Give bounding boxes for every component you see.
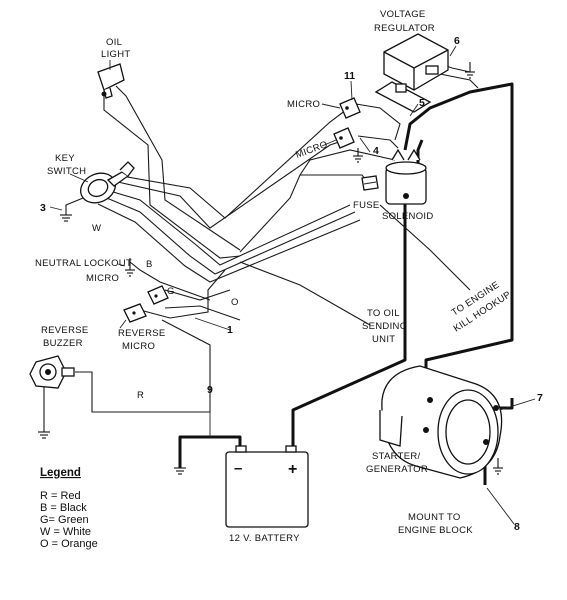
wire-letter-w: W xyxy=(92,223,101,234)
ground-icon xyxy=(353,148,363,163)
callout-8: 8 xyxy=(514,521,520,533)
key-switch xyxy=(79,161,135,204)
micro-switch-lower xyxy=(333,127,355,149)
callout-numbers: 1 3 4 5 6 7 8 9 11 xyxy=(40,35,543,533)
legend-item: B = Black xyxy=(40,502,87,514)
mount-engine-block-label: ENGINE BLOCK xyxy=(398,525,473,536)
battery xyxy=(225,445,309,528)
battery-plus-label: + xyxy=(288,461,297,478)
reverse-buzzer-label: BUZZER xyxy=(43,338,83,349)
wire-letter-b: B xyxy=(146,259,153,270)
to-oil-sending-label: TO OIL xyxy=(367,308,400,319)
battery-label: 12 V. BATTERY xyxy=(229,533,300,544)
micro-upper-label: MICRO xyxy=(287,99,320,110)
leader-lines xyxy=(49,45,536,525)
ground-icon xyxy=(465,62,475,79)
neutral-lockout-label: NEUTRAL LOCKOUT xyxy=(35,258,132,269)
to-oil-sending-label: SENDING xyxy=(362,321,407,332)
to-oil-sending-label: UNIT xyxy=(372,334,395,345)
battery-minus-label: – xyxy=(234,460,242,477)
reverse-buzzer xyxy=(29,355,75,389)
starter-generator-label: STARTER/ xyxy=(372,451,421,462)
micro-switch-upper xyxy=(339,97,361,119)
reverse-micro-label: MICRO xyxy=(122,341,155,352)
callout-5: 5 xyxy=(419,97,425,109)
callout-6: 6 xyxy=(454,35,460,47)
starter-generator xyxy=(379,365,503,479)
voltage-regulator xyxy=(374,33,449,113)
legend-item: R = Red xyxy=(40,490,81,502)
wire-color-letters: W B G O R xyxy=(92,223,239,401)
voltage-regulator-label: VOLTAGE xyxy=(380,9,426,20)
oil-light xyxy=(97,63,125,99)
callout-1: 1 xyxy=(227,324,233,336)
callout-11: 11 xyxy=(344,70,355,82)
callout-7: 7 xyxy=(537,392,543,404)
ground-symbols xyxy=(38,62,503,475)
wire-letter-r: R xyxy=(137,390,144,401)
starter-generator-label: GENERATOR xyxy=(366,464,428,475)
voltage-regulator-label: REGULATOR xyxy=(374,23,435,34)
mount-engine-block-label: MOUNT TO xyxy=(408,512,461,523)
legend-item: O = Orange xyxy=(40,538,98,550)
callout-3: 3 xyxy=(40,202,46,214)
reverse-micro xyxy=(123,303,147,323)
solenoid xyxy=(385,148,427,205)
fuse xyxy=(361,175,379,191)
callout-9: 9 xyxy=(207,384,213,396)
reverse-micro-label: REVERSE xyxy=(118,328,166,339)
oil-light-label: LIGHT xyxy=(101,49,130,60)
reverse-buzzer-label: REVERSE xyxy=(41,325,89,336)
legend: Legend R = Red B = Black G= Green W = Wh… xyxy=(40,467,98,550)
ground-icon xyxy=(493,458,503,475)
legend-item: G= Green xyxy=(40,514,89,526)
ground-icon xyxy=(174,467,186,475)
oil-light-label: OIL xyxy=(106,37,122,48)
legend-item: W = White xyxy=(40,526,91,538)
key-switch-label: SWITCH xyxy=(47,166,86,177)
legend-title: Legend xyxy=(40,467,81,479)
ground-icon xyxy=(60,214,72,222)
wire-letter-o: O xyxy=(231,297,239,308)
ground-icon xyxy=(125,258,135,277)
neutral-lockout-micro xyxy=(147,285,169,305)
wire-letter-g: G xyxy=(167,286,175,297)
ground-icon xyxy=(38,431,50,439)
neutral-lockout-label: MICRO xyxy=(86,273,119,284)
key-switch-label: KEY xyxy=(55,153,75,164)
fuse-label: FUSE xyxy=(353,200,380,211)
callout-4: 4 xyxy=(373,145,379,157)
solenoid-label: SOLENOID xyxy=(382,211,434,222)
